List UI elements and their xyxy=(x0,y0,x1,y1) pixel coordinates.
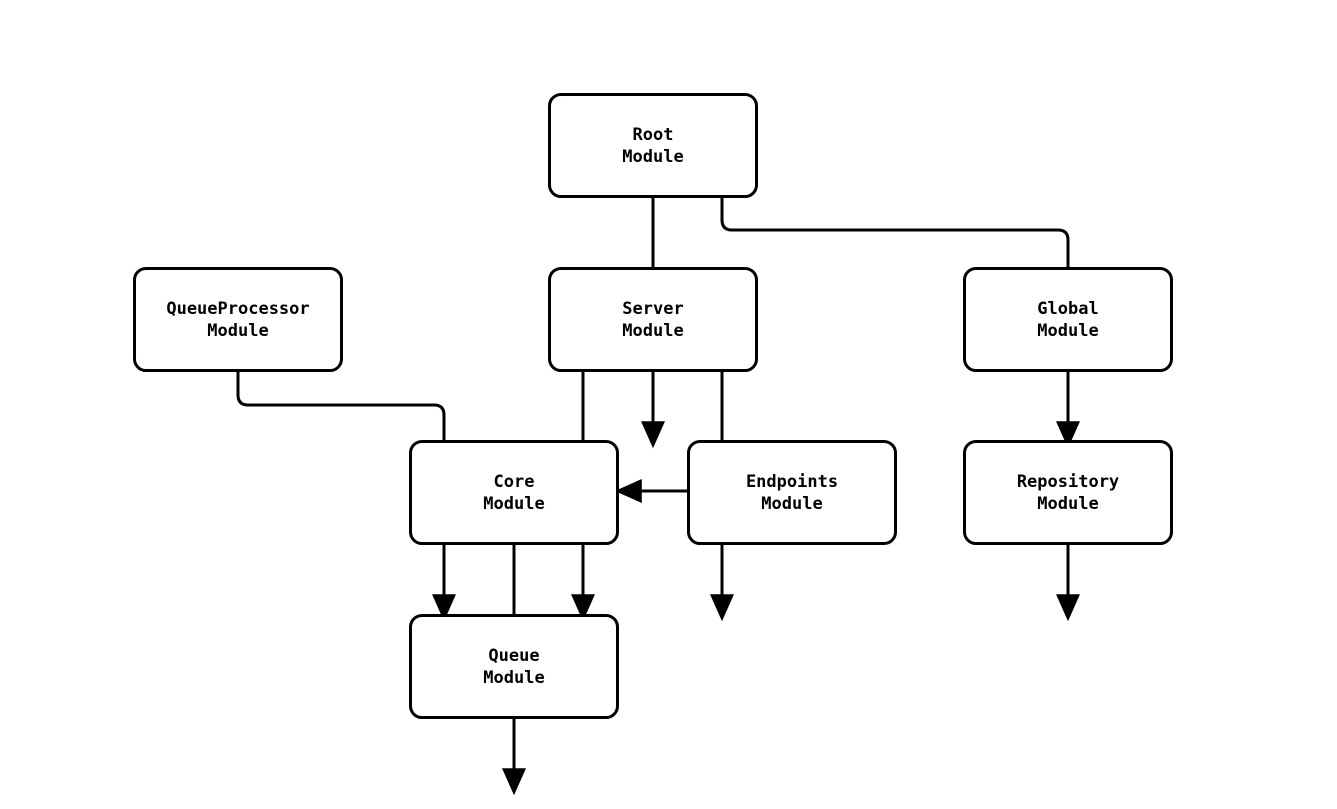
node-core-suffix: Module xyxy=(483,493,545,514)
node-endpoints[interactable]: Endpoints Module xyxy=(687,440,897,545)
node-queueprocessor-suffix: Module xyxy=(207,320,269,341)
node-global[interactable]: Global Module xyxy=(963,267,1173,372)
node-queue-suffix: Module xyxy=(483,667,545,688)
node-global-suffix: Module xyxy=(1037,320,1099,341)
node-queueprocessor[interactable]: QueueProcessor Module xyxy=(133,267,343,372)
node-core-name: Core xyxy=(493,471,535,492)
node-server[interactable]: Server Module xyxy=(548,267,758,372)
node-queueprocessor-name: QueueProcessor xyxy=(166,298,310,319)
node-server-suffix: Module xyxy=(622,320,684,341)
node-root-name: Root xyxy=(632,124,674,145)
node-repository-name: Repository xyxy=(1016,471,1120,492)
node-global-name: Global xyxy=(1037,298,1099,319)
node-queue[interactable]: Queue Module xyxy=(409,614,619,719)
node-endpoints-name: Endpoints xyxy=(745,471,839,492)
node-queue-name: Queue xyxy=(488,645,540,666)
node-repository-suffix: Module xyxy=(1037,493,1099,514)
node-server-name: Server xyxy=(622,298,684,319)
node-endpoints-suffix: Module xyxy=(761,493,823,514)
node-root[interactable]: Root Module xyxy=(548,93,758,198)
node-root-suffix: Module xyxy=(622,146,684,167)
node-core[interactable]: Core Module xyxy=(409,440,619,545)
node-repository[interactable]: Repository Module xyxy=(963,440,1173,545)
